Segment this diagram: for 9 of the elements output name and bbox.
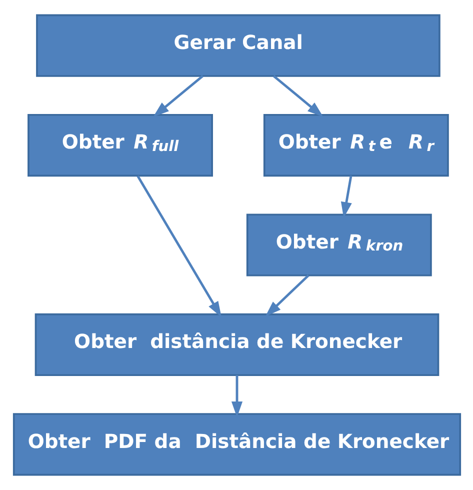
arrow <box>230 375 242 418</box>
node-box: Obter distância de Kronecker <box>34 313 439 376</box>
node-box: Obter PDF da Distância de Kronecker <box>12 413 461 476</box>
arrow <box>152 75 204 117</box>
node-box: Gerar Canal <box>36 14 440 77</box>
arrow <box>264 274 309 317</box>
arrow <box>272 75 323 117</box>
arrow <box>340 175 352 218</box>
arrow <box>136 175 221 318</box>
